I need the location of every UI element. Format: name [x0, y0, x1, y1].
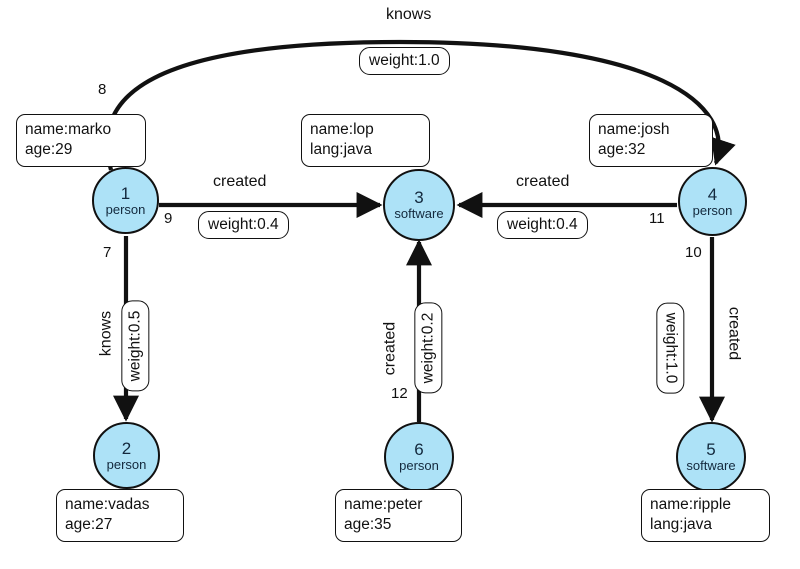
vertex-label: person [105, 201, 146, 217]
property-line: lang:java [650, 516, 713, 533]
vertex-label: person [692, 202, 733, 218]
property-line: lang:java [310, 141, 373, 158]
edge-type-label-7: knows [97, 310, 115, 357]
property-line: name:peter [344, 496, 423, 513]
vertex-label: person [106, 456, 147, 472]
vertex-6[interactable]: 6 person [384, 422, 454, 492]
property-line: age:27 [65, 516, 113, 533]
property-line: name:josh [598, 121, 670, 138]
vertex-3[interactable]: 3 software [383, 169, 455, 241]
vertex-id: 6 [414, 440, 424, 459]
edge-id-label-9: 9 [164, 210, 173, 227]
edge-weight-box-12: weight:0.2 [414, 302, 443, 394]
property-line: name:vadas [65, 496, 150, 513]
vertex-label: software [686, 458, 736, 473]
edge-weight-box-7: weight:0.5 [121, 300, 150, 392]
property-line: age:32 [598, 141, 646, 158]
edge-type-label-10: created [725, 306, 743, 361]
vertex-id: 2 [121, 438, 132, 458]
vertex-1[interactable]: 1 person [92, 167, 159, 234]
vertex-label: person [399, 458, 439, 473]
vertex-id: 5 [706, 440, 716, 459]
edge-type-label-8: knows [386, 6, 432, 23]
edge-id-label-11: 11 [649, 210, 665, 227]
property-line: age:35 [344, 516, 392, 533]
edge-weight-box-9: weight:0.4 [198, 211, 289, 239]
vertex-properties-4: name:josh age:32 [589, 114, 713, 167]
edge-weight-box-8: weight:1.0 [359, 47, 450, 75]
vertex-5[interactable]: 5 software [676, 422, 746, 492]
edge-weight-box-10: weight:1.0 [656, 302, 685, 394]
vertex-4[interactable]: 4 person [678, 167, 747, 236]
vertex-properties-2: name:vadas age:27 [56, 489, 184, 542]
edge-id-label-10: 10 [685, 244, 702, 261]
property-line: name:marko [25, 121, 112, 138]
vertex-properties-3: name:lop lang:java [301, 114, 430, 167]
edge-type-label-9: created [213, 173, 267, 190]
edge-type-label-12: created [381, 321, 399, 376]
edge-id-label-8: 8 [98, 81, 107, 98]
vertex-id: 4 [707, 184, 718, 204]
property-line: age:29 [25, 141, 73, 158]
vertex-properties-1: name:marko age:29 [16, 114, 146, 167]
vertex-2[interactable]: 2 person [93, 422, 160, 489]
vertex-label: software [394, 206, 444, 221]
property-line: name:ripple [650, 496, 731, 513]
vertex-id: 3 [414, 188, 424, 207]
edge-id-label-7: 7 [103, 244, 112, 261]
property-line: name:lop [310, 121, 374, 138]
edge-path-8 [105, 39, 736, 171]
vertex-id: 1 [120, 183, 131, 203]
edge-type-label-11: created [516, 173, 570, 190]
vertex-properties-6: name:peter age:35 [335, 489, 462, 542]
edge-weight-box-11: weight:0.4 [497, 211, 588, 239]
edge-id-label-12: 12 [391, 385, 408, 402]
vertex-properties-5: name:ripple lang:java [641, 489, 770, 542]
